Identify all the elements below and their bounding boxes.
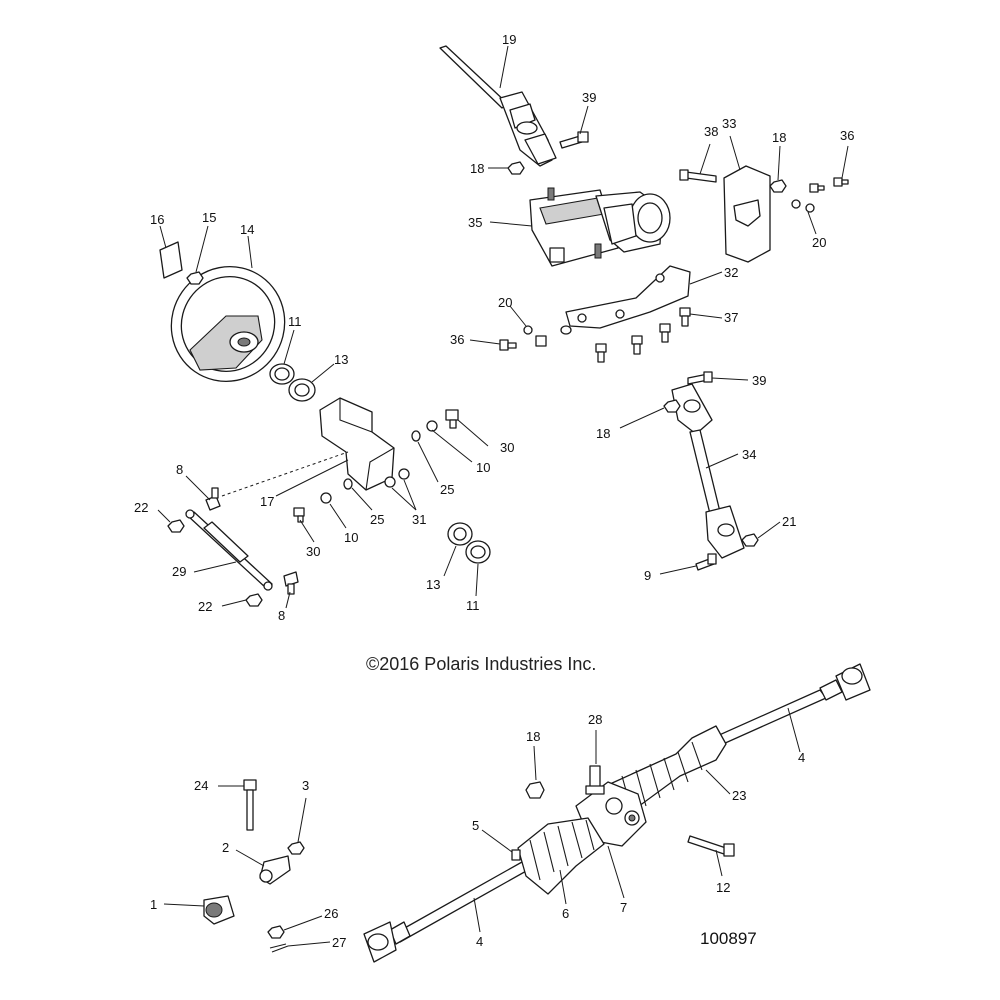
power-steering-unit — [529, 187, 671, 267]
bushing-11-upper — [269, 363, 295, 385]
callout: 10 — [476, 460, 490, 475]
callout: 6 — [562, 906, 569, 921]
bolt-39-lower — [687, 371, 713, 385]
pin-8-lower — [283, 571, 299, 595]
callout: 26 — [324, 906, 338, 921]
callout: 30 — [500, 440, 514, 455]
callout: 23 — [732, 788, 746, 803]
nut-15 — [186, 271, 204, 285]
bolt-39-upper — [559, 131, 589, 149]
callout: 21 — [782, 514, 796, 529]
callout: 24 — [194, 778, 208, 793]
steering-wheel — [170, 266, 286, 382]
callout: 29 — [172, 564, 186, 579]
callout: 38 — [704, 124, 718, 139]
callout: 7 — [620, 900, 627, 915]
intermediate-shaft-34 — [671, 383, 745, 559]
callout: 22 — [134, 500, 148, 515]
nut-18-mid — [663, 399, 681, 413]
bolts-36-right — [791, 177, 849, 213]
clamp-5 — [511, 849, 521, 861]
pin-8-upper — [205, 487, 221, 511]
callout: 3 — [302, 778, 309, 793]
bracket-33 — [723, 165, 771, 263]
callout: 1 — [150, 897, 157, 912]
bearing-13-lower — [447, 522, 473, 546]
nut-26 — [267, 925, 285, 939]
callout: 11 — [466, 598, 480, 613]
callout-labels: 19 39 18 38 33 18 36 20 35 32 20 36 37 1… — [134, 32, 854, 950]
callout: 32 — [724, 265, 738, 280]
leader-lines — [157, 45, 849, 947]
callout: 36 — [840, 128, 854, 143]
input-shaft-28 — [585, 765, 605, 795]
callout: 20 — [498, 295, 512, 310]
callout: 19 — [502, 32, 516, 47]
nut-22-upper — [167, 519, 185, 533]
callout: 18 — [526, 729, 540, 744]
callout: 16 — [150, 212, 164, 227]
nut-18-upper — [507, 161, 525, 175]
bracket-bolts — [499, 307, 691, 363]
callout: 5 — [472, 818, 479, 833]
callout: 4 — [798, 750, 805, 765]
copyright-notice: ©2016 Polaris Industries Inc. — [366, 654, 596, 674]
cotter-pin-27 — [269, 943, 289, 953]
callout: 39 — [582, 90, 596, 105]
callout: 4 — [476, 934, 483, 949]
bearing-13-upper — [288, 378, 316, 402]
nut-22-lower — [245, 593, 263, 607]
callout: 35 — [468, 215, 482, 230]
mount-bracket-32 — [565, 265, 691, 329]
callout: 37 — [724, 310, 738, 325]
bushing-11-lower — [465, 540, 491, 564]
gas-strut-29 — [185, 509, 273, 591]
tilt-hardware — [293, 409, 459, 523]
boot-left-6 — [517, 817, 605, 895]
tilt-bracket-17 — [319, 397, 395, 491]
callout: 13 — [334, 352, 348, 367]
ball-joint-2 — [259, 855, 291, 885]
callout: 22 — [198, 599, 212, 614]
bolt-9 — [695, 553, 717, 571]
callout: 15 — [202, 210, 216, 225]
callout: 36 — [450, 332, 464, 347]
callout: 11 — [288, 314, 302, 329]
callout: 25 — [370, 512, 384, 527]
callout: 20 — [812, 235, 826, 250]
callout: 10 — [344, 530, 358, 545]
callout: 17 — [260, 494, 274, 509]
upper-steering-shaft — [439, 45, 557, 167]
tie-rod-left — [363, 861, 529, 963]
callout: 14 — [240, 222, 254, 237]
callout: 39 — [752, 373, 766, 388]
callout: 31 — [412, 512, 426, 527]
callout: 8 — [278, 608, 285, 623]
callout: 18 — [470, 161, 484, 176]
bolt-24 — [243, 779, 257, 831]
callout: 27 — [332, 935, 346, 950]
callout: 33 — [722, 116, 736, 131]
callout: 25 — [440, 482, 454, 497]
nut-3 — [287, 841, 305, 855]
callout: 34 — [742, 447, 756, 462]
bolt-12 — [687, 835, 735, 857]
nut-18-rack — [525, 781, 545, 799]
callout: 13 — [426, 577, 440, 592]
bolt-38 — [679, 169, 717, 183]
callout: 18 — [772, 130, 786, 145]
callout: 30 — [306, 544, 320, 559]
emblem-16 — [159, 241, 183, 279]
nut-18-right — [769, 179, 787, 193]
figure-number: 100897 — [700, 929, 757, 948]
callout: 2 — [222, 840, 229, 855]
callout: 28 — [588, 712, 602, 727]
callout: 12 — [716, 880, 730, 895]
bushing-1 — [203, 895, 235, 925]
callout: 9 — [644, 568, 651, 583]
callout: 8 — [176, 462, 183, 477]
callout: 18 — [596, 426, 610, 441]
nut-21 — [741, 533, 759, 547]
